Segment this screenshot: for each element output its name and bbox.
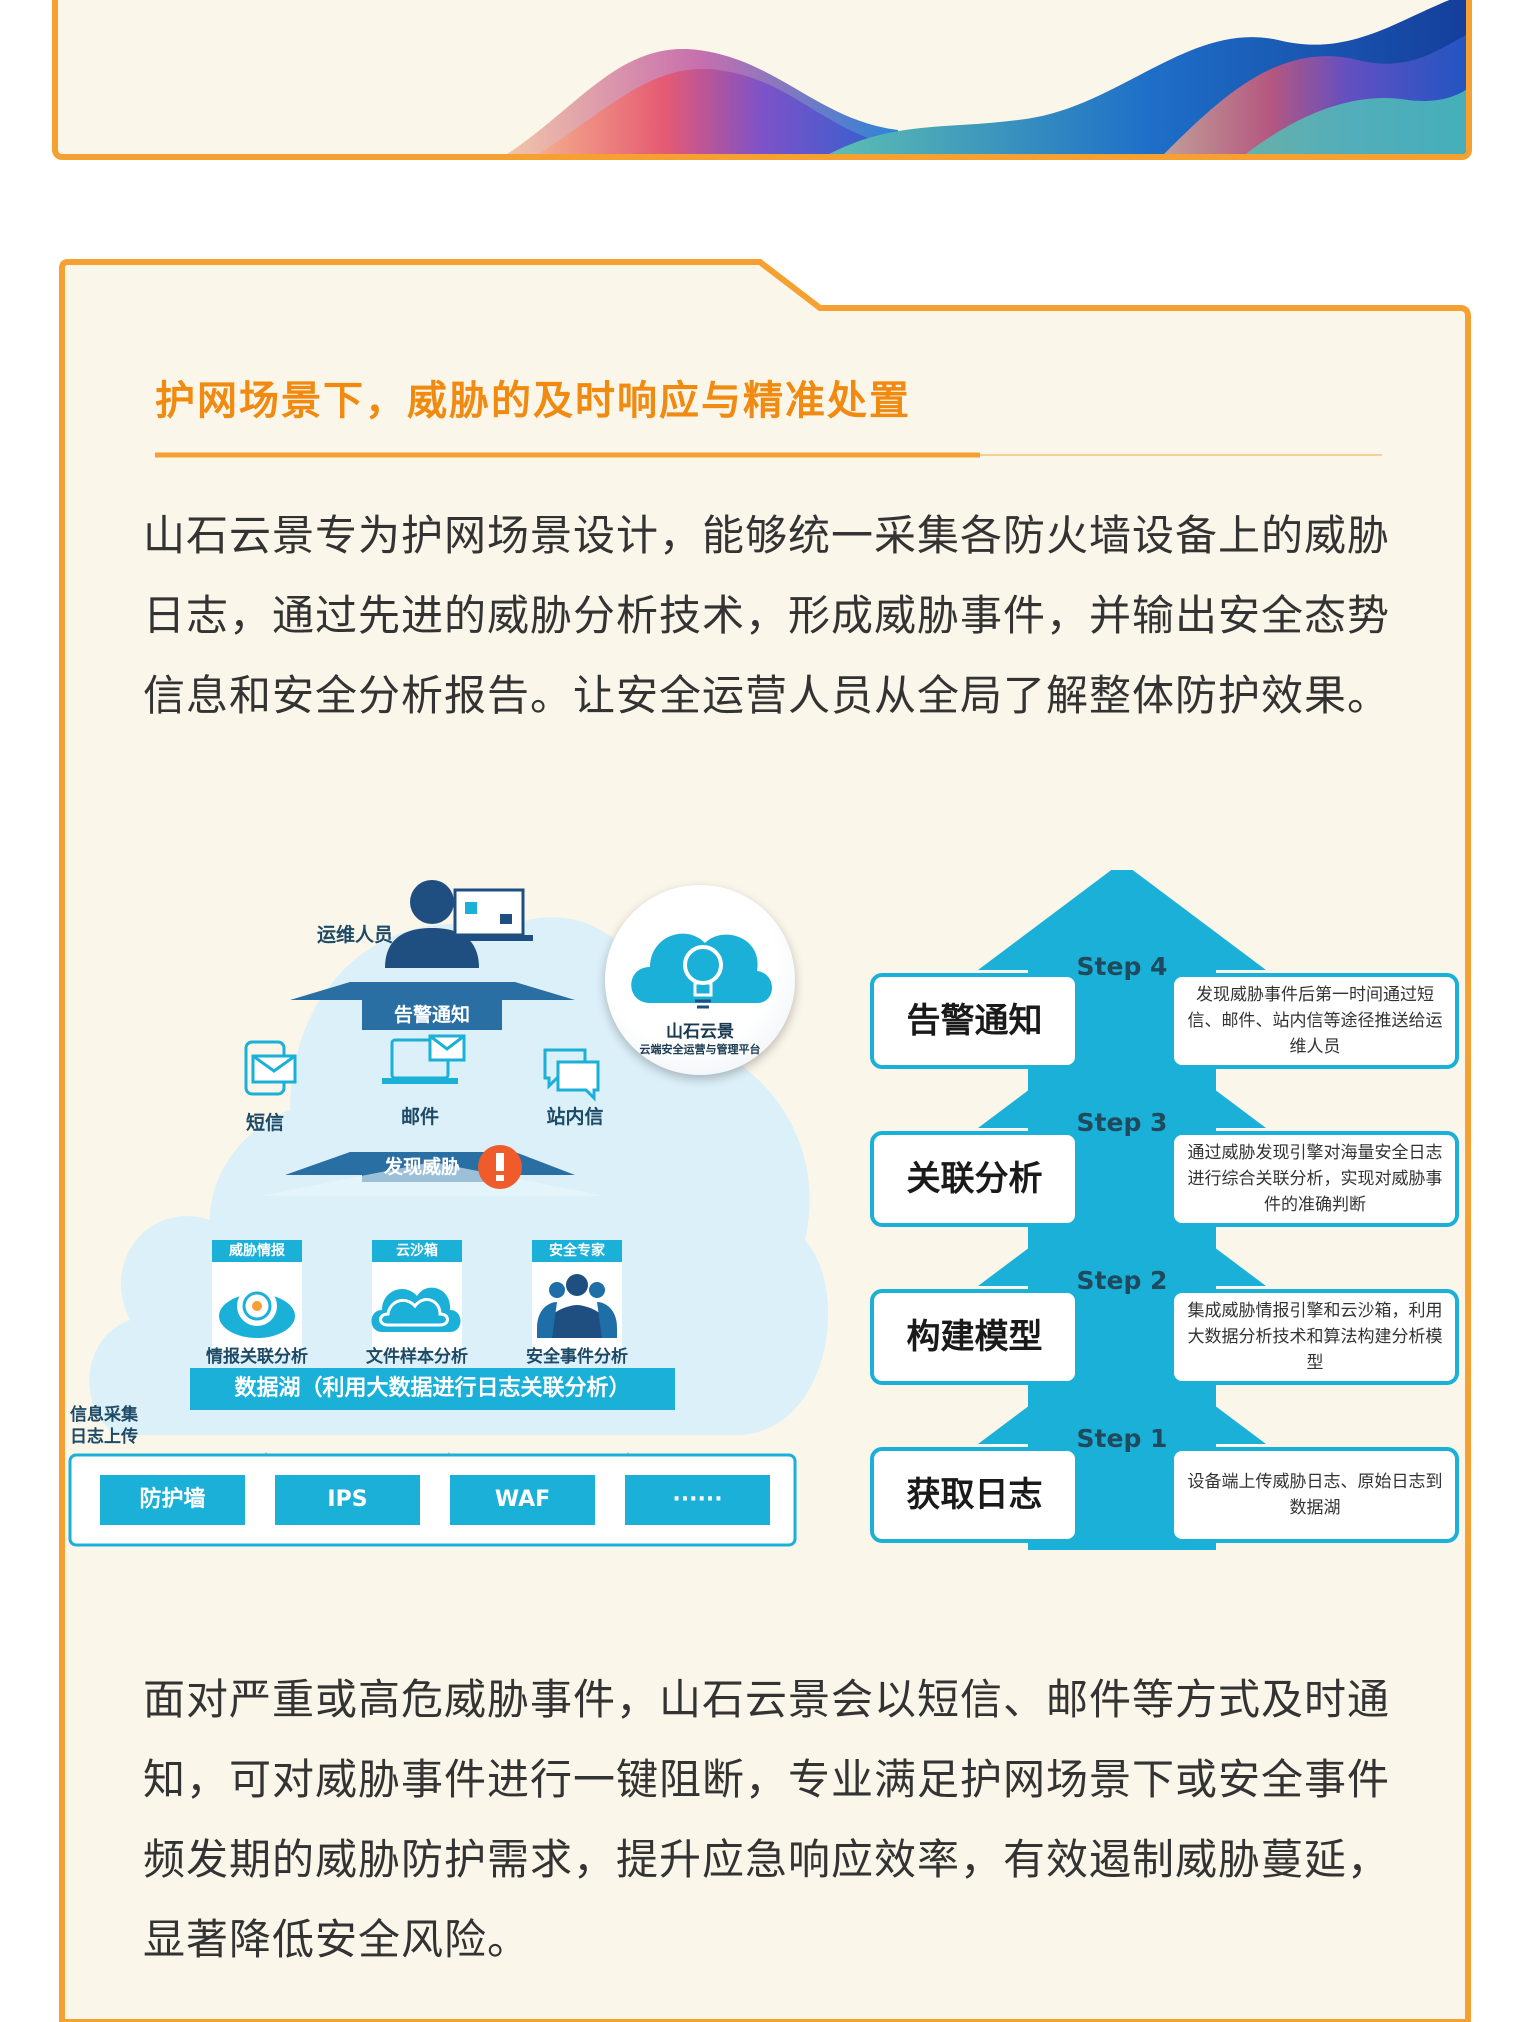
step-arrows — [870, 870, 1459, 1550]
platform-badge: 山石云景 云端安全运营与管理平台 — [605, 885, 795, 1075]
step-3-label: 关联分析 — [906, 1159, 1043, 1199]
step-2-tag: Step 2 — [1076, 1266, 1168, 1295]
security-experts-icon — [537, 1274, 617, 1338]
step-4-tag: Step 4 — [1076, 952, 1168, 981]
module-tag-experts: 安全专家 — [549, 1243, 605, 1259]
module-caption-experts: 安全事件分析 — [526, 1347, 628, 1367]
wave-art-decoration — [507, 0, 1466, 154]
step-2-label: 构建模型 — [906, 1317, 1043, 1357]
step-diagram: Step 4 告警通知 发现威胁事件后第一时间通过短信、邮件、站内信等途径推送给… — [860, 870, 1470, 1550]
step-2-desc: 集成威胁情报引擎和云沙箱，利用大数据分析技术和算法构建分析模型 — [1187, 1301, 1443, 1373]
sms-icon — [244, 1040, 297, 1096]
warning-icon — [478, 1145, 522, 1189]
collect-label-1: 信息采集 — [70, 1405, 138, 1425]
ops-person-label: 运维人员 — [316, 924, 393, 946]
cloud-sandbox-icon — [371, 1287, 461, 1332]
module-tag-sandbox: 云沙箱 — [396, 1243, 438, 1259]
device-ips: IPS — [327, 1487, 368, 1512]
platform-name: 山石云景 — [666, 1022, 734, 1042]
device-more: ······ — [672, 1487, 723, 1512]
step-1-tag: Step 1 — [1076, 1424, 1168, 1453]
module-caption-sandbox: 文件样本分析 — [366, 1347, 468, 1367]
architecture-diagram: 山石云景 云端安全运营与管理平台 运维人员 告警通知 短信 邮件 站内信 发现威… — [60, 870, 880, 1560]
datalake-bar: 数据湖（利用大数据进行日志关联分析） — [234, 1376, 631, 1401]
step-4-desc: 发现威胁事件后第一时间通过短信、邮件、站内信等途径推送给运维人员 — [1187, 985, 1443, 1057]
channel-site-message: 站内信 — [546, 1106, 604, 1128]
ops-person-icon — [385, 880, 533, 968]
step-3-desc: 通过威胁发现引擎对海量安全日志进行综合关联分析，实现对威胁事件的准确判断 — [1187, 1143, 1443, 1215]
threat-intel-icon — [219, 1286, 295, 1338]
cloud-bulb-icon — [631, 933, 772, 1009]
module-caption-intel: 情报关联分析 — [206, 1347, 308, 1367]
section-heading: 护网场景下，威胁的及时响应与精准处置 — [155, 378, 911, 424]
device-waf: WAF — [494, 1487, 551, 1512]
email-icon — [382, 1034, 466, 1084]
step-1-desc: 设备端上传威胁日志、原始日志到数据湖 — [1187, 1472, 1443, 1518]
step-1-label: 获取日志 — [906, 1475, 1043, 1515]
step-4-label: 告警通知 — [906, 1001, 1043, 1041]
intro-paragraph: 山石云景专为护网场景设计，能够统一采集各防火墙设备上的威胁日志，通过先进的威胁分… — [143, 511, 1391, 720]
step-3-tag: Step 3 — [1076, 1108, 1168, 1137]
module-tag-threat-intel: 威胁情报 — [229, 1243, 285, 1259]
alert-banner: 告警通知 — [393, 1004, 470, 1026]
channel-email: 邮件 — [400, 1106, 439, 1128]
site-message-icon — [543, 1048, 600, 1102]
device-firewall: 防护墙 — [139, 1487, 206, 1512]
channel-sms: 短信 — [245, 1112, 284, 1134]
platform-subtitle: 云端安全运营与管理平台 — [639, 1043, 761, 1056]
top-banner-card — [52, 0, 1472, 160]
detect-banner: 发现威胁 — [383, 1156, 460, 1178]
collect-label-2: 日志上传 — [70, 1427, 138, 1447]
outro-paragraph: 面对严重或高危威胁事件，山石云景会以短信、邮件等方式及时通知，可对威胁事件进行一… — [143, 1675, 1391, 1964]
